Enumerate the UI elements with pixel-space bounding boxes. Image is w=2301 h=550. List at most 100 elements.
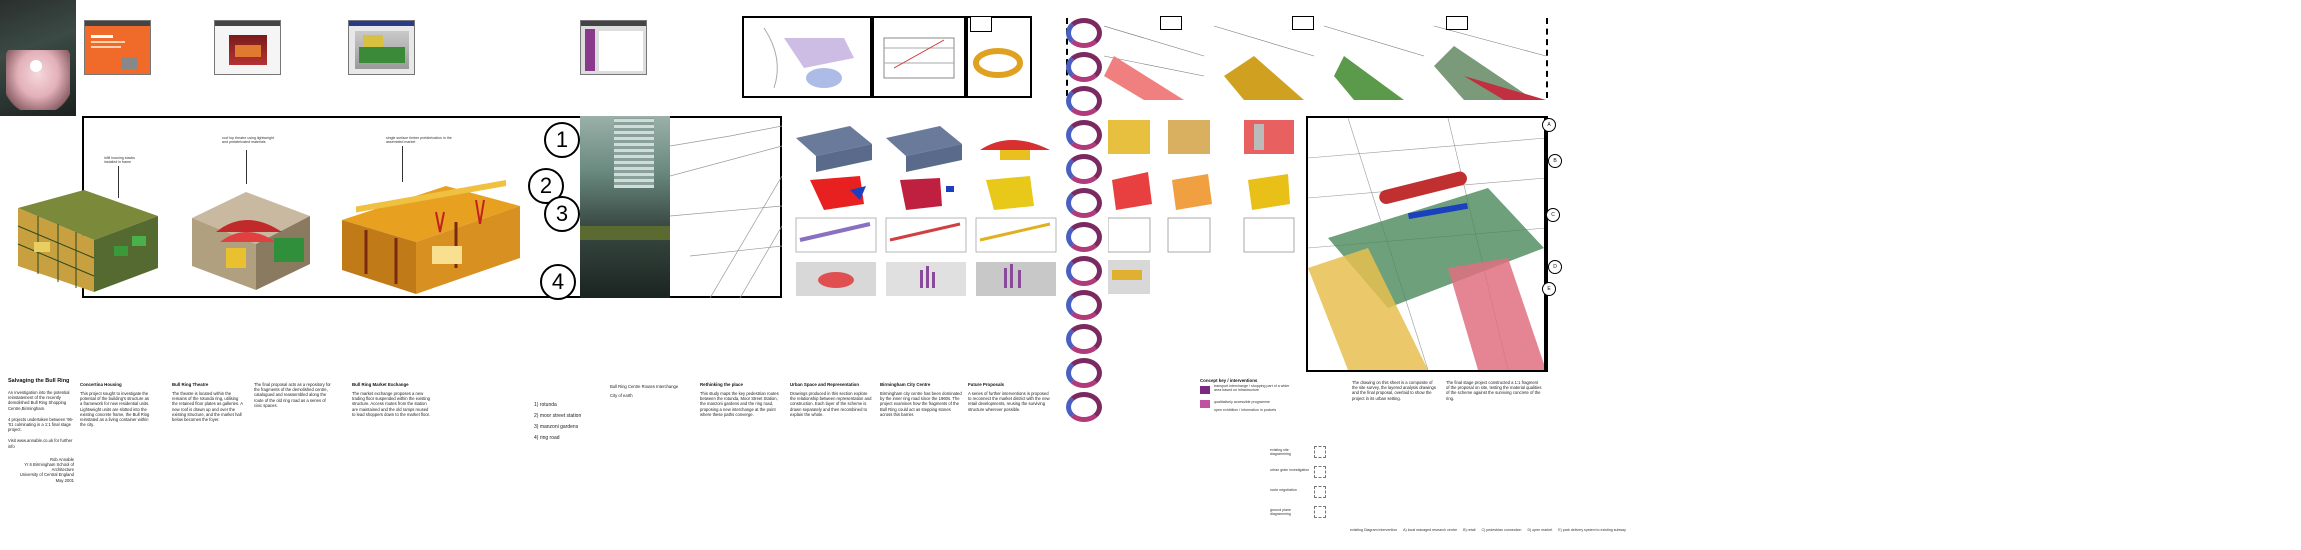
legend-box: Concept key / interventions transport in… [1200, 378, 1300, 428]
ring-icon [1066, 222, 1102, 252]
model-theatre [186, 178, 316, 296]
divider [1066, 18, 1068, 96]
perspective-strip [1103, 16, 1547, 100]
column-heading: Rethinking the place [700, 382, 743, 387]
text-column: Rethinking the place This study maps the… [700, 382, 782, 417]
text-column: The final stage project constructed a 1:… [1446, 380, 1542, 401]
text-column: Future Proposals A series of further int… [968, 382, 1050, 412]
column-body: The final stage project constructed a 1:… [1446, 380, 1542, 401]
ring-icon [1066, 324, 1102, 354]
sketch-frame-1 [742, 16, 872, 98]
bottom-legend-item: A) local managed research centre [1403, 528, 1458, 532]
plan-marker: E [1542, 282, 1556, 296]
key-side-heading: Bull Ring Centre Routes Interchange [610, 384, 679, 389]
annotation-line [246, 150, 247, 184]
bottom-legend-item: E) park delivery system to existing subw… [1558, 528, 1626, 532]
column-heading: Bull Ring Market Exchange [352, 382, 409, 387]
column-heading: Concertina Housing [80, 382, 122, 387]
date: May 2001 [55, 477, 74, 483]
site-photo [0, 0, 76, 116]
column-heading: Birmingham City Centre [880, 382, 931, 387]
annotation-line [118, 166, 119, 198]
key-list: 1) rotunda 2) moor street station 3) man… [534, 400, 594, 444]
render-grid [1107, 120, 1304, 300]
key-item: 1) rotunda [534, 402, 557, 408]
text-column: The drawing on this sheet is a composite… [1352, 380, 1438, 401]
screen-thumbnail [214, 20, 281, 75]
project-subtitle: An investigation into the potential rein… [8, 390, 70, 411]
column-body: A series of further interventions is pro… [968, 391, 1050, 412]
ring-icon [1066, 18, 1102, 48]
legend-item: transport interchange / shopping part of… [1214, 384, 1290, 393]
school: Yr 6 Birmingham School of Architecture [24, 462, 74, 473]
bottom-legend-item: B) retail [1463, 528, 1476, 532]
legend-title: Concept key / interventions [1200, 378, 1258, 383]
text-column: Urban Space and Representation Drawings … [790, 382, 872, 417]
model-housing [14, 186, 160, 296]
plan-marker: D [1548, 260, 1562, 274]
model-market [336, 150, 526, 296]
column-body: This study maps the key pedestrian route… [700, 391, 779, 417]
university: University of Central England [19, 472, 74, 478]
bottom-legend-item: D) open market [1527, 528, 1553, 532]
text-column: Concertina Housing This project sought t… [80, 382, 152, 427]
plan-marker: B [1548, 154, 1562, 168]
column-heading: Bull Ring Theatre [172, 382, 209, 387]
legend-item: open exhibition / information in pockets [1214, 408, 1277, 412]
screen-thumbnail [580, 20, 647, 75]
marker-circle: 4 [540, 264, 576, 300]
ring-icon [1066, 256, 1102, 286]
plan-marker: C [1546, 208, 1560, 222]
screen-thumbnail [84, 20, 151, 75]
layer-label: ground plane diagramming [1270, 508, 1291, 517]
column-heading: Urban Space and Representation [790, 382, 860, 387]
projects-line: 4 projects undertaken between '96-'01 cu… [8, 416, 74, 433]
column-body: This project sought to investigate the p… [80, 391, 150, 428]
site-photo-rotunda [580, 116, 670, 298]
sketch-frame-3 [966, 16, 1032, 98]
ring-icon [1066, 52, 1102, 82]
text-column: Bull Ring Market Exchange The market exc… [352, 382, 432, 417]
plan-sidebar [1544, 116, 1562, 372]
key-item: 4) ring road [534, 435, 560, 441]
ring-icon [1066, 392, 1102, 422]
diagram-grid-a [790, 120, 1060, 300]
main-plan-frame [1306, 116, 1548, 372]
bottom-legend-item: exisiting Diagram intervention [1350, 528, 1398, 532]
layer-label: route negotiation [1270, 488, 1297, 492]
project-title: Salvaging the Bull Ring [8, 378, 70, 384]
layer-label: urban grain investigation [1270, 468, 1310, 472]
ring-icon [1066, 86, 1102, 116]
ring-icon [1066, 154, 1102, 184]
ring-icon [1066, 120, 1102, 150]
key-item: 3) manzoni gardens [534, 424, 579, 430]
text-column: Birmingham City Centre Birmingham city c… [880, 382, 962, 417]
legend-item: qualitatively accessible programme [1214, 400, 1270, 404]
text-column: The final proposal acts as a repository … [254, 382, 334, 408]
key-side-sub: City of earth [610, 393, 633, 399]
bottom-legend-item: C) pedestrian connection [1481, 528, 1522, 532]
annotation-housing: infill housing stacks installed in frame [104, 156, 135, 165]
ring-icon [1066, 188, 1102, 218]
divider [1546, 18, 1548, 98]
column-body: The final proposal acts as a repository … [254, 382, 331, 408]
column-body: The drawing on this sheet is a composite… [1352, 380, 1436, 401]
column-body: The theatre is located within the remain… [172, 391, 243, 423]
annotation-line [402, 146, 403, 182]
column-body: The market exchange proposes a new tradi… [352, 391, 430, 417]
layer-label: existing site diagramming [1270, 448, 1291, 457]
sketch-frame-2 [872, 16, 966, 98]
column-heading: Future Proposals [968, 382, 1005, 387]
marker-circle: 1 [544, 122, 580, 158]
title-block: Salvaging the Bull Ring An investigation… [8, 378, 74, 538]
annotation-theatre: roof top theatre using lightweight and p… [222, 136, 274, 145]
perspective-drawing [669, 116, 783, 299]
column-body: Drawings produced in this section explor… [790, 391, 872, 417]
layer-labels: existing site diagramming urban grain in… [1270, 446, 1326, 530]
marker-circle: 2 [528, 168, 564, 204]
plan-marker: A [1542, 118, 1556, 132]
annotation-market: single surface timber prefabrication in … [386, 136, 452, 145]
ring-icon [1066, 290, 1102, 320]
column-body: Birmingham city centre has been dominate… [880, 391, 962, 417]
ring-column [1062, 18, 1106, 498]
